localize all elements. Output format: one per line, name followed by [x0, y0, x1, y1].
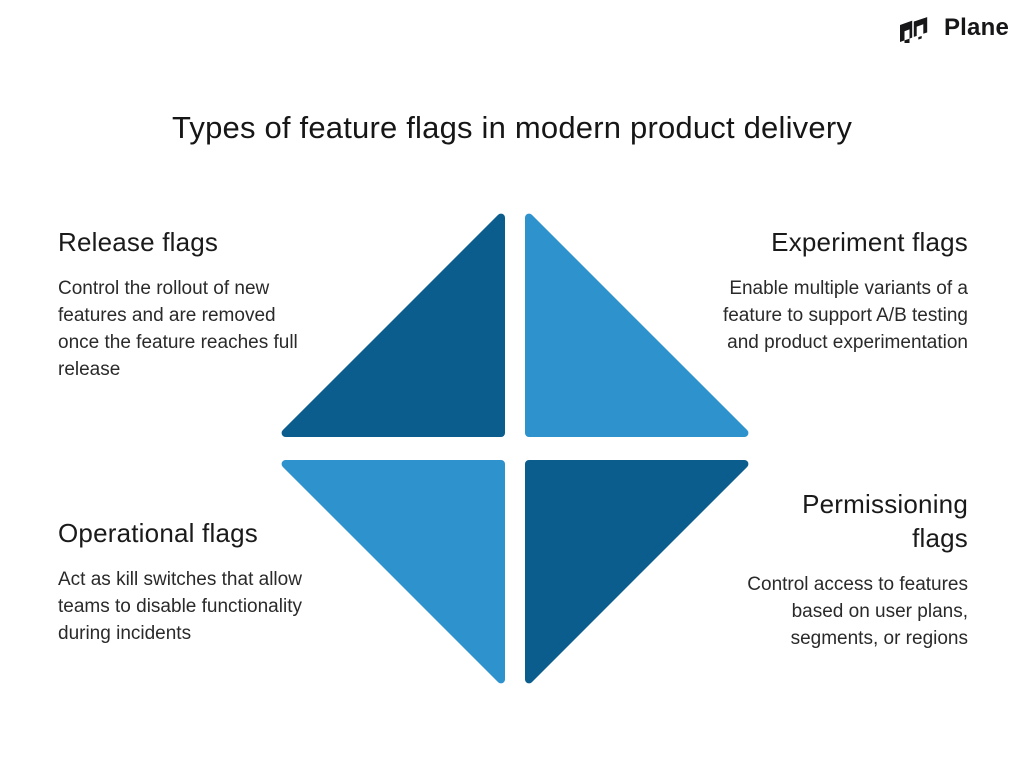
plane-logo-icon [899, 14, 929, 43]
quadrant-experiment: Experiment flags Enable multiple variant… [648, 226, 968, 356]
plane-logo-front-layer [912, 14, 929, 42]
operational-flags-description: Act as kill switches that allow teams to… [58, 568, 302, 644]
quadrant-operational: Operational flags Act as kill switches t… [58, 517, 378, 647]
triangle-operational [281, 460, 505, 684]
triangle-release [281, 213, 505, 437]
brand-logo: Plane [898, 13, 1009, 43]
brand-name: Plane [943, 14, 1009, 41]
release-flags-heading: Release flags [58, 227, 219, 257]
quadrant-permissioning: Permissioning flags Control access to fe… [648, 488, 968, 652]
quadrant-release: Release flags Control the rollout of new… [58, 226, 348, 383]
experiment-flags-heading: Experiment flags [771, 227, 968, 257]
permissioning-flags-description: Control access to features based on user… [747, 573, 968, 649]
experiment-flags-description: Enable multiple variants of a feature to… [722, 277, 968, 353]
triangle-experiment [525, 213, 749, 437]
release-flags-description: Control the rollout of new features and … [58, 277, 298, 380]
operational-flags-heading: Operational flags [58, 518, 258, 548]
triangle-permissioning [525, 460, 749, 684]
plane-logo-back-layer [899, 20, 914, 43]
permissioning-flags-heading: Permissioning flags [802, 489, 968, 553]
page-title: Types of feature flags in modern product… [171, 110, 853, 145]
